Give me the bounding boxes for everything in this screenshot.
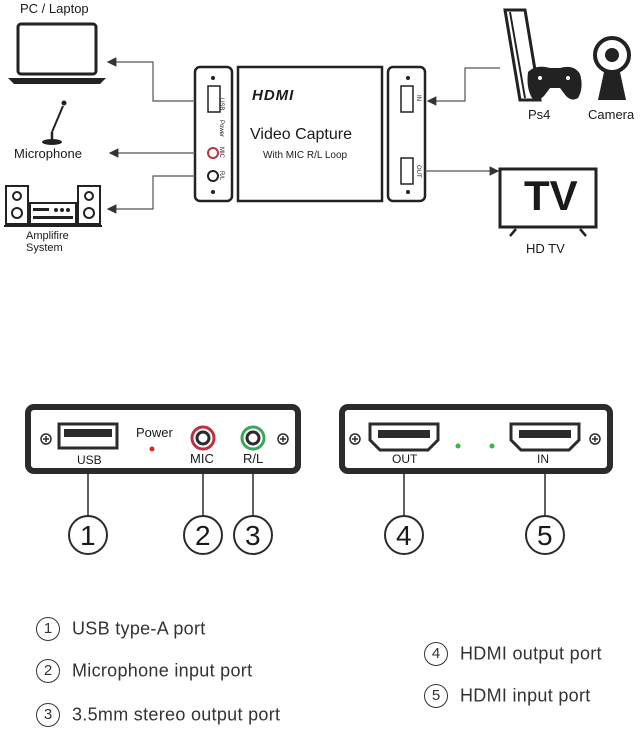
usb-port bbox=[57, 422, 119, 450]
right-panel bbox=[339, 404, 613, 474]
amplifire-label: Amplifire bbox=[26, 230, 69, 242]
callout-circles bbox=[68, 515, 565, 555]
callout-2: 2 bbox=[195, 520, 211, 551]
hdmi-out-port bbox=[368, 422, 440, 452]
capture-device bbox=[193, 65, 427, 203]
camera-icon bbox=[593, 36, 631, 100]
connection-lines bbox=[106, 57, 500, 214]
rl-jack bbox=[240, 425, 266, 451]
callout-1: 1 bbox=[80, 520, 96, 551]
legend-num-2: 2 bbox=[36, 659, 60, 683]
system-label: System bbox=[26, 242, 63, 254]
tv-icon bbox=[498, 167, 598, 237]
panel-out-label: OUT bbox=[392, 452, 418, 466]
device-power-label: Power bbox=[218, 120, 224, 138]
device-out-port-label: OUT bbox=[415, 165, 421, 178]
legend-text-2: Microphone input port bbox=[72, 660, 253, 681]
legend-item-hdmi-out: 4 HDMI output port bbox=[424, 642, 602, 666]
pc-laptop-label: PC / Laptop bbox=[20, 1, 89, 16]
panel-in-label: IN bbox=[537, 452, 549, 466]
callout-3: 3 bbox=[245, 520, 261, 551]
legend-text-3: 3.5mm stereo output port bbox=[72, 704, 281, 725]
legend-num-5: 5 bbox=[424, 684, 448, 708]
legend-num-3: 3 bbox=[36, 703, 60, 727]
callout-lines bbox=[87, 471, 546, 516]
legend-item-mic: 2 Microphone input port bbox=[36, 659, 252, 683]
callout-5: 5 bbox=[537, 520, 553, 551]
legend-text-5: HDMI input port bbox=[460, 685, 591, 706]
legend-text-1: USB type-A port bbox=[72, 618, 206, 639]
legend-text-4: HDMI output port bbox=[460, 643, 602, 664]
panel-mic-label: MIC bbox=[190, 451, 214, 466]
panel-rl-label: R/L bbox=[243, 451, 264, 466]
legend-item-usb: 1 USB type-A port bbox=[36, 617, 206, 641]
amplifier-icon bbox=[4, 185, 102, 227]
device-mic-port-label: MIC bbox=[218, 147, 224, 158]
status-led-1 bbox=[455, 443, 461, 449]
connection-diagram bbox=[4, 8, 631, 237]
ps4-label: Ps4 bbox=[528, 107, 551, 122]
left-panel bbox=[25, 404, 301, 474]
mic-jack bbox=[190, 425, 216, 451]
hdmi-in-port bbox=[509, 422, 581, 452]
device-subtitle: With MIC R/L Loop bbox=[263, 150, 348, 161]
panel-power-label: Power bbox=[136, 425, 173, 440]
legend-item-stereo: 3 3.5mm stereo output port bbox=[36, 703, 280, 727]
legend-item-hdmi-in: 5 HDMI input port bbox=[424, 684, 591, 708]
device-hdmi-logo: HDMI bbox=[252, 87, 295, 104]
device-in-port-label: IN bbox=[415, 95, 421, 101]
device-title: Video Capture bbox=[250, 126, 352, 143]
legend-num-4: 4 bbox=[424, 642, 448, 666]
status-led-2 bbox=[489, 443, 495, 449]
ps4-icon bbox=[503, 8, 582, 102]
panel-usb-label: USB bbox=[77, 453, 102, 467]
camera-label: Camera bbox=[588, 107, 635, 122]
microphone-label: Microphone bbox=[14, 146, 82, 161]
callout-4: 4 bbox=[396, 520, 412, 551]
port-panels bbox=[25, 404, 613, 555]
microphone-icon bbox=[42, 100, 67, 145]
tv-screen-text: TV bbox=[524, 172, 578, 219]
power-led bbox=[149, 446, 155, 452]
laptop-icon bbox=[8, 22, 106, 84]
device-rl-port-label: R/L bbox=[218, 171, 224, 181]
device-usb-port-label: USB bbox=[218, 98, 224, 111]
legend-num-1: 1 bbox=[36, 617, 60, 641]
hd-tv-label: HD TV bbox=[526, 241, 565, 256]
